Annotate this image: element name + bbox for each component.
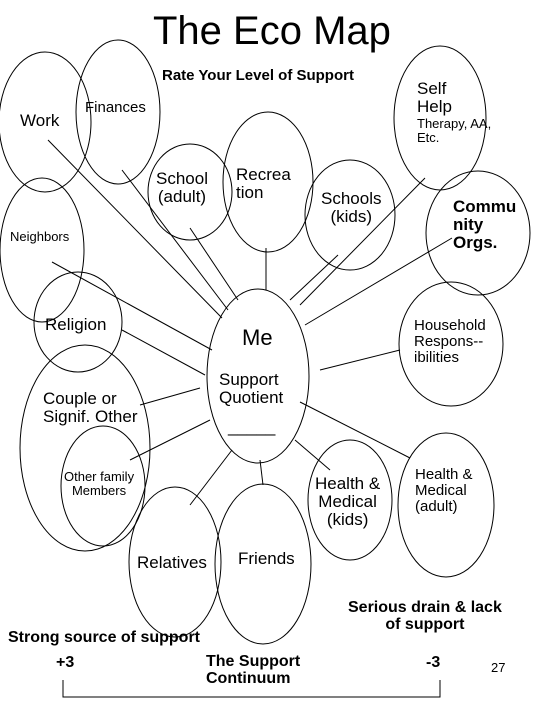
serious-drain-label: Serious drain & lack of support xyxy=(348,599,502,633)
connector-couple xyxy=(139,387,201,406)
connector-community xyxy=(304,237,453,326)
page-title: The Eco Map xyxy=(153,9,391,53)
connector-neighbors xyxy=(51,261,213,351)
support-continuum-title: The Support Continuum xyxy=(206,653,301,687)
label-couple: Couple or Signif. Other xyxy=(43,389,138,426)
connector-religion xyxy=(121,329,206,376)
label-me: Me xyxy=(242,325,273,350)
label-neighbors: Neighbors xyxy=(10,229,70,244)
connector-school-adult xyxy=(189,227,239,301)
page-number: 27 xyxy=(491,660,506,675)
label-other-family: Other family Members xyxy=(64,469,135,498)
support-quotient-blank: _____ xyxy=(228,417,276,436)
label-work: Work xyxy=(20,111,60,130)
node-other-family-circle xyxy=(60,425,146,547)
node-friends-circle xyxy=(214,483,312,645)
connector-household xyxy=(319,349,401,371)
label-community-orgs: Commu nity Orgs. xyxy=(453,197,517,252)
label-religion: Religion xyxy=(45,315,107,334)
strong-source-value: +3 xyxy=(56,654,75,671)
connector-other-family xyxy=(129,419,211,461)
connector-self-help xyxy=(299,177,426,306)
label-relatives: Relatives xyxy=(137,553,207,572)
label-school-adult: School (adult) xyxy=(156,169,208,206)
connector-friends xyxy=(259,459,264,486)
label-household: Household Respons-- ibilities xyxy=(414,317,486,366)
node-relatives-circle xyxy=(128,486,222,638)
node-health-adult-circle xyxy=(397,432,495,578)
node-community-circle xyxy=(425,170,531,296)
node-household-circle xyxy=(398,281,504,407)
label-health-kids: Health & Medical (kids) xyxy=(315,474,381,529)
connector-health-kids xyxy=(294,439,331,471)
label-health-adult: Health & Medical (adult) xyxy=(415,466,473,515)
connector-schools-kids xyxy=(289,254,339,301)
label-support-quotient: Support Quotient xyxy=(219,370,284,407)
node-health-kids-circle xyxy=(307,439,393,561)
node-finances-circle xyxy=(75,39,161,185)
label-recreation: Recrea tion xyxy=(236,165,291,202)
connector-health-adult xyxy=(299,401,411,459)
connector-relatives xyxy=(189,449,233,506)
label-self-help: Self Help xyxy=(417,79,452,116)
label-self-help-note: Therapy, AA, Etc. xyxy=(417,116,492,145)
continuum-bracket xyxy=(62,680,441,698)
node-couple-circle xyxy=(19,344,151,552)
serious-drain-value: -3 xyxy=(426,654,441,671)
connector-work xyxy=(47,139,223,319)
node-schools-kids-circle xyxy=(304,159,396,271)
node-me-circle xyxy=(206,288,310,464)
page-subtitle: Rate Your Level of Support xyxy=(162,67,354,84)
strong-source-label: Strong source of support xyxy=(8,629,200,646)
label-friends: Friends xyxy=(238,549,295,568)
node-school-adult-circle xyxy=(147,143,233,241)
connector-finances xyxy=(121,169,229,311)
node-recreation-circle xyxy=(222,111,314,253)
node-work-circle xyxy=(0,51,92,193)
node-religion-circle xyxy=(33,271,123,373)
label-finances: Finances xyxy=(85,99,146,116)
label-schools-kids: Schools (kids) xyxy=(321,189,382,226)
node-neighbors-circle xyxy=(0,177,85,323)
